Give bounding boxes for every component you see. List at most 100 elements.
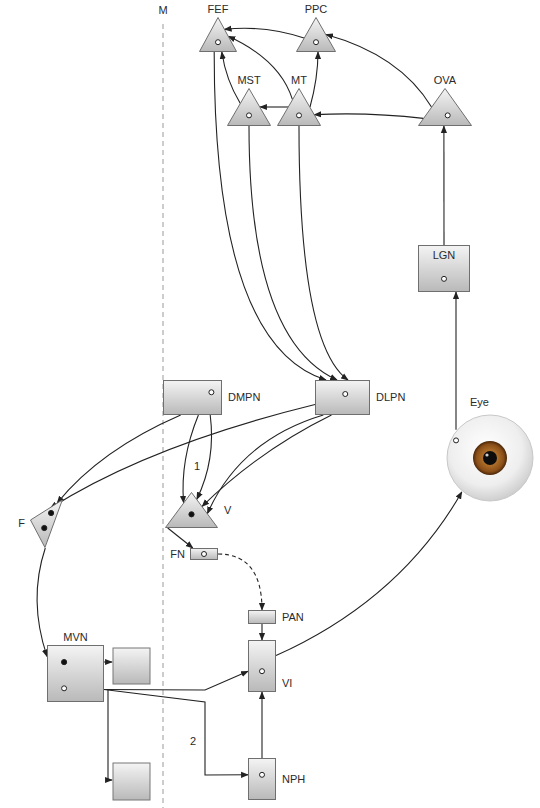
open-terminal [216, 40, 221, 45]
node-label: MVN [63, 631, 87, 644]
node-shape [248, 610, 276, 624]
connector [261, 692, 262, 758]
connector [104, 690, 248, 776]
connector [261, 624, 262, 640]
nucleus-box [419, 246, 470, 292]
connector [214, 52, 326, 380]
neuron-triangle [166, 493, 218, 528]
filled-terminal [48, 510, 53, 515]
nucleus-node: PAN [248, 610, 276, 624]
output-line [108, 690, 112, 780]
connector [202, 415, 331, 506]
node-shape [30, 498, 64, 548]
node-label: FEF [208, 3, 229, 16]
open-terminal [260, 772, 265, 777]
nucleus-box [249, 611, 276, 624]
neuron-triangle [31, 500, 63, 548]
neuron-triangle [228, 89, 271, 126]
eye-node: Eye [446, 414, 534, 502]
eye-drawing [473, 441, 507, 475]
connector [183, 415, 198, 503]
nucleus-node: FN [190, 548, 218, 560]
node-label: V [224, 504, 231, 517]
node-label: MT [291, 74, 307, 87]
connector [310, 52, 318, 107]
node-shape [248, 758, 276, 800]
connector [260, 106, 288, 107]
connector [443, 126, 444, 245]
neuron-node: OVA [418, 88, 472, 126]
open-terminal [442, 276, 447, 281]
nucleus-box [316, 381, 370, 415]
node-label: FN [170, 548, 185, 561]
open-terminal [209, 390, 214, 395]
node-label: VI [282, 677, 292, 690]
node-label: F [18, 517, 25, 530]
node-shape [446, 414, 534, 502]
node-label: PAN [282, 611, 304, 624]
node-label: MST [237, 74, 260, 87]
filled-terminal [189, 512, 194, 517]
connector [228, 36, 292, 99]
nucleus-node: VI [248, 640, 276, 692]
eye-drawing [485, 453, 488, 456]
eye-drawing [483, 451, 497, 465]
connector [249, 126, 337, 380]
neuron-node: F [30, 498, 64, 548]
open-terminal [445, 113, 450, 118]
empty-nucleus-box [113, 763, 150, 800]
connector [276, 492, 462, 656]
filled-terminal [42, 525, 47, 530]
neuron-node: PPC [296, 17, 336, 52]
open-terminal [247, 113, 252, 118]
neuron-node: V [165, 492, 218, 528]
connector [314, 114, 423, 119]
open-terminal [62, 686, 67, 691]
filled-terminal [62, 660, 67, 665]
node-shape [190, 548, 218, 560]
node-label: Eye [470, 396, 489, 409]
node-label: NPH [282, 773, 305, 786]
connector [104, 671, 248, 690]
node-shape [296, 17, 336, 52]
neuron-node: MT [277, 88, 321, 126]
nucleus-box [249, 641, 276, 692]
connector [299, 126, 348, 380]
node-shape [227, 88, 271, 126]
open-terminal [297, 113, 302, 118]
connector [218, 554, 262, 610]
neuron-triangle [419, 89, 472, 126]
node-shape [165, 492, 218, 528]
nucleus-node: DMPN [163, 380, 222, 415]
open-terminal [260, 669, 265, 674]
connector [57, 415, 181, 503]
open-terminal [343, 392, 348, 397]
pathway-number: 2 [190, 735, 196, 748]
connector [50, 405, 315, 509]
node-label: DMPN [228, 391, 260, 404]
node-shape [418, 88, 472, 126]
node-shape [248, 640, 276, 692]
connector [455, 292, 456, 430]
midline-label: M [158, 4, 167, 17]
node-label: OVA [434, 74, 456, 87]
nucleus-node: MVN [47, 645, 104, 702]
neuron-node: FEF [199, 17, 237, 52]
neuron-triangle [297, 18, 336, 52]
midline [163, 24, 164, 808]
connector [326, 35, 432, 108]
node-label: PPC [305, 3, 328, 16]
nucleus-node: DLPN [315, 380, 370, 415]
connector [168, 528, 193, 548]
open-terminal [202, 552, 207, 557]
node-shape [315, 380, 370, 415]
nucleus-box [249, 759, 276, 800]
pathway-number: 1 [194, 460, 200, 473]
connector [225, 28, 304, 38]
nucleus-box [191, 549, 218, 560]
node-label: DLPN [376, 391, 405, 404]
node-shape [277, 88, 321, 126]
connector [37, 548, 47, 656]
nucleus-box [48, 646, 104, 702]
node-shape [199, 17, 237, 52]
